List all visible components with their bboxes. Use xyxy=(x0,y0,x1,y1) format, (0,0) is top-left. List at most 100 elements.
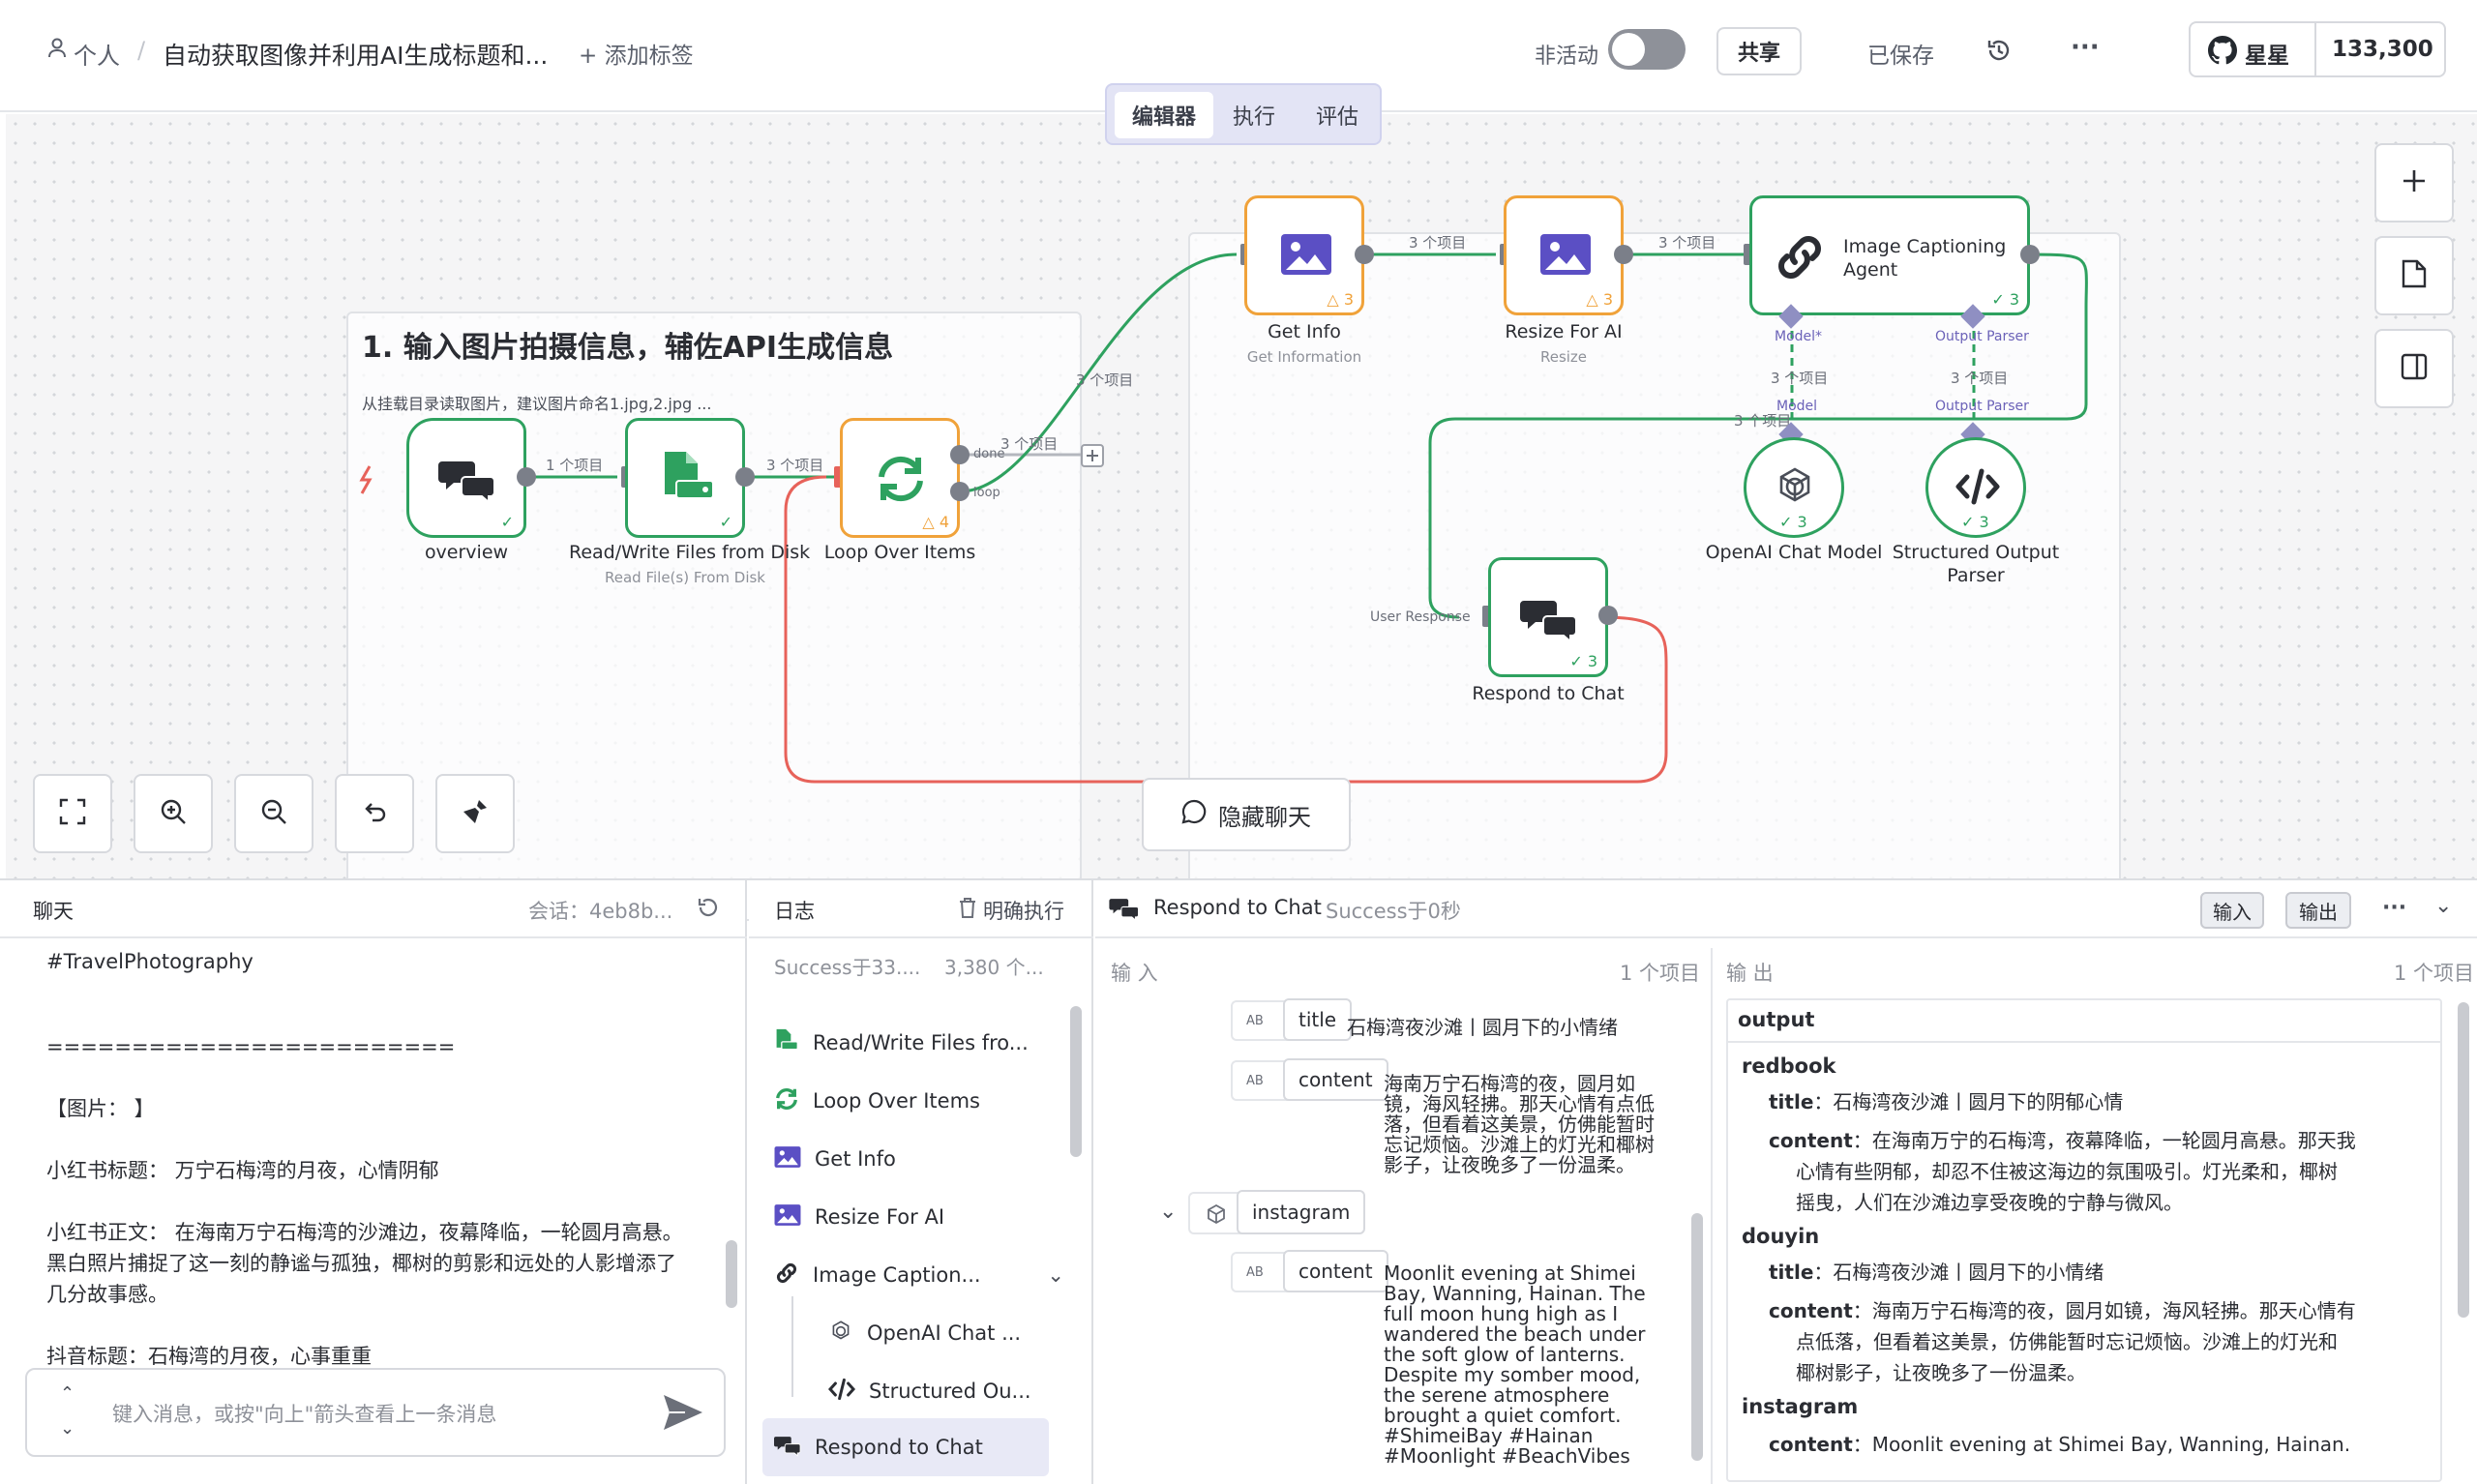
object-type-tag xyxy=(1188,1192,1242,1234)
node-loop-over-items[interactable]: △ 4 xyxy=(840,418,960,538)
toggle-panel-button[interactable] xyxy=(2374,329,2454,408)
agent-link-icon xyxy=(774,1261,799,1291)
chevron-down-icon[interactable]: ⌄ xyxy=(1047,1263,1064,1287)
node-respond-to-chat[interactable]: ✓ 3 xyxy=(1488,557,1608,677)
workflow-canvas[interactable]: 1. 输入图片拍摄信息，辅佐API生成信息 从挂载目录读取图片，建议图片命名1.… xyxy=(6,114,2477,948)
log-item-label: Read/Write Files fro... xyxy=(813,1031,1029,1054)
add-node-button[interactable] xyxy=(2374,143,2454,223)
detail-more-button[interactable]: ··· xyxy=(2382,896,2407,920)
log-item-label: Loop Over Items xyxy=(813,1089,980,1113)
output-port[interactable] xyxy=(2020,245,2040,264)
chat-input-placeholder[interactable]: 键入消息，或按"向上"箭头查看上一条消息 xyxy=(112,1403,497,1426)
output-port[interactable] xyxy=(1598,606,1618,625)
tab-executions[interactable]: 执行 xyxy=(1232,105,1275,130)
edge-label: 3 个项目 xyxy=(1409,234,1467,252)
logs-summary-tokens: 3,380 个... xyxy=(944,956,1044,979)
node-subtitle: Get Information xyxy=(1246,348,1362,366)
node-label: overview xyxy=(424,542,509,563)
sticky-note-button[interactable] xyxy=(2374,236,2454,315)
node-read-write-files[interactable]: ✓ xyxy=(625,418,745,538)
input-toggle-button[interactable]: 输入 xyxy=(2200,892,2264,929)
log-item-label: Respond to Chat xyxy=(815,1436,983,1459)
input-value-title: 石梅湾夜沙滩丨圆月下的小情绪 xyxy=(1347,1016,1618,1039)
node-label: Respond to Chat xyxy=(1472,683,1625,704)
content-line: brought a quiet comfort. xyxy=(1384,1404,1622,1427)
warning-icon: △ 4 xyxy=(922,513,949,531)
output-value-line: 摇曳，人们在沙滩边享受夜晚的宁静与微风。 xyxy=(1796,1191,2183,1214)
output-toggle-button[interactable]: 输出 xyxy=(2285,892,2351,929)
history-up-icon[interactable]: ⌃ xyxy=(60,1383,75,1404)
output-scrollbar[interactable] xyxy=(2458,1002,2469,1318)
badge-count: 3 xyxy=(1797,513,1807,531)
loop-arrows-icon xyxy=(874,452,928,510)
output-key-redbook: redbook xyxy=(1742,1054,1836,1078)
tidy-up-button[interactable] xyxy=(435,774,515,853)
history-icon[interactable] xyxy=(1985,37,2013,68)
share-button[interactable]: 共享 xyxy=(1716,27,1802,75)
tab-evaluations[interactable]: 评估 xyxy=(1315,105,1358,130)
reset-session-icon[interactable] xyxy=(697,896,720,923)
workflow-title[interactable]: 自动获取图像并利用AI生成标题和... xyxy=(163,42,549,70)
done-port[interactable] xyxy=(950,445,970,464)
input-section-title: 输 入 xyxy=(1111,962,1158,985)
log-item-get-info[interactable]: Get Info xyxy=(774,1140,896,1178)
log-item-image-caption[interactable]: Image Caption... ⌄ xyxy=(774,1256,1064,1294)
log-item-structured-output[interactable]: Structured Ou... xyxy=(827,1372,1031,1410)
hide-chat-button[interactable]: 隐藏聊天 xyxy=(1142,778,1351,851)
collapse-chevron-icon[interactable]: ⌄ xyxy=(2434,894,2453,918)
node-structured-output-parser[interactable]: ✓ 3 xyxy=(1925,437,2026,538)
node-label: Image Captioning Agent xyxy=(1843,236,2007,281)
log-item-openai[interactable]: OpenAI Chat ... xyxy=(828,1314,1021,1352)
zoom-in-button[interactable] xyxy=(134,774,213,853)
input-scrollbar[interactable] xyxy=(1691,1213,1703,1461)
node-overview[interactable]: ✓ xyxy=(406,418,526,538)
chat-bubbles-icon xyxy=(438,456,496,508)
zoom-out-button[interactable] xyxy=(234,774,313,853)
node-resize-for-ai[interactable]: △ 3 xyxy=(1504,195,1624,315)
chat-scrollbar[interactable] xyxy=(726,1240,737,1308)
logs-scrollbar[interactable] xyxy=(1070,1006,1082,1157)
output-port[interactable] xyxy=(1614,245,1633,264)
tab-editor[interactable]: 编辑器 xyxy=(1115,92,1213,138)
success-check-icon: ✓ xyxy=(500,513,514,531)
undo-button[interactable] xyxy=(335,774,414,853)
log-item-read-write[interactable]: Read/Write Files fro... xyxy=(774,1024,1029,1062)
loop-port[interactable] xyxy=(950,482,970,501)
send-icon[interactable] xyxy=(662,1393,704,1436)
expand-chevron-icon[interactable]: ⌄ xyxy=(1159,1200,1178,1224)
output-port[interactable] xyxy=(1355,245,1374,264)
input-port[interactable] xyxy=(1482,606,1492,627)
input-port[interactable] xyxy=(1744,244,1753,265)
log-item-resize[interactable]: Resize For AI xyxy=(774,1198,944,1236)
warning-icon: △ 3 xyxy=(1586,290,1613,309)
history-down-icon[interactable]: ⌃ xyxy=(60,1416,75,1437)
trash-icon[interactable] xyxy=(958,896,977,923)
github-count: 133,300 xyxy=(2332,37,2433,62)
detail-status: Success于0秒 xyxy=(1326,900,1461,923)
clear-execution-button[interactable]: 明确执行 xyxy=(983,900,1064,923)
node-image-captioning-agent[interactable]: Image Captioning Agent ✓ 3 xyxy=(1749,195,2030,315)
output-port[interactable] xyxy=(735,467,755,487)
breadcrumb-owner[interactable]: 个人 xyxy=(74,43,120,70)
log-item-label: OpenAI Chat ... xyxy=(867,1321,1022,1345)
node-openai-chat-model[interactable]: ✓ 3 xyxy=(1744,437,1844,538)
log-item-respond-to-chat[interactable]: Respond to Chat xyxy=(774,1428,983,1467)
output-value: ：在海南万宁的石梅湾，夜幕降临，一轮圆月高悬。那天我 xyxy=(1852,1129,2356,1152)
output-port[interactable] xyxy=(517,467,536,487)
add-tag-button[interactable]: + 添加标签 xyxy=(579,44,694,69)
chat-input-box[interactable]: ⌃ ⌃ 键入消息，或按"向上"箭头查看上一条消息 xyxy=(25,1368,726,1457)
active-toggle[interactable] xyxy=(1608,29,1686,70)
view-tabs: 编辑器 执行 评估 xyxy=(1105,83,1382,145)
chat-message-line: 抖音标题：石梅湾的月夜，心事重重 xyxy=(46,1345,372,1368)
chat-message-line: 小红书正文： 在海南万宁石梅湾的沙滩边，夜幕降临，一轮圆月高悬。 xyxy=(46,1221,683,1244)
more-menu-button[interactable]: ··· xyxy=(2071,33,2100,62)
ab-type-tag: AB xyxy=(1231,1060,1289,1101)
log-item-loop[interactable]: Loop Over Items xyxy=(774,1082,980,1120)
input-port[interactable] xyxy=(834,466,844,488)
node-get-info[interactable]: △ 3 xyxy=(1244,195,1364,315)
fullscreen-icon xyxy=(58,797,87,830)
github-stars[interactable]: 星星 133,300 xyxy=(2189,21,2446,77)
output-value: ：石梅湾夜沙滩丨圆月下的小情绪 xyxy=(1813,1261,2104,1284)
input-item-count: 1 个项目 xyxy=(1620,962,1701,985)
fit-view-button[interactable] xyxy=(33,774,112,853)
